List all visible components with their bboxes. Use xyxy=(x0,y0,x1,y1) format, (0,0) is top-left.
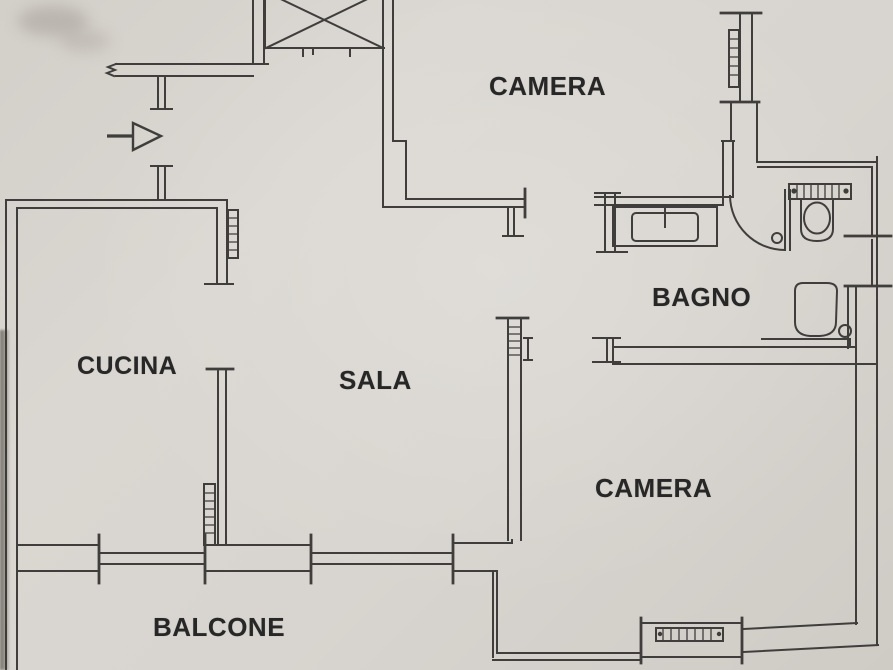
room-label-camera-bottom: CAMERA xyxy=(595,473,713,503)
bagno-north-outer-wall xyxy=(757,156,878,645)
vestibule-north-wall xyxy=(104,62,254,78)
entrance-door-jambs xyxy=(150,76,173,201)
camera-sw-step-wall xyxy=(454,539,513,658)
camera-south-wall xyxy=(492,616,880,665)
stairwell-icon xyxy=(248,0,385,65)
camera-top-west-wall xyxy=(382,0,407,208)
room-label-balcone: BALCONE xyxy=(153,612,286,642)
radiator-camera-window-icon xyxy=(655,627,724,642)
bagno-west-door-jamb xyxy=(594,192,628,253)
window-right-icon xyxy=(843,234,893,288)
toilet-icon xyxy=(800,198,834,243)
room-label-bagno: BAGNO xyxy=(652,282,752,312)
room-label-sala: SALA xyxy=(339,365,412,395)
window-top-icon xyxy=(719,11,763,163)
entrance-arrow-icon xyxy=(107,121,164,152)
photo-edge-shadow xyxy=(0,330,9,670)
room-label-cucina: CUCINA xyxy=(77,352,178,380)
cucina-north-wall xyxy=(5,199,228,209)
bathroom-door-swing-icon xyxy=(728,189,791,252)
radiator-cucina-upper-icon xyxy=(227,209,239,259)
right-inner-walls xyxy=(847,287,857,625)
balcony-wall-windows xyxy=(16,533,455,585)
cucina-partition-lower xyxy=(205,367,235,546)
sink-counter-icon xyxy=(788,183,852,200)
radiator-window-top-icon xyxy=(728,29,740,88)
hallway-south-wall xyxy=(382,187,527,237)
bathtub-icon xyxy=(612,206,718,247)
paper-smudge xyxy=(60,30,110,52)
bidet-icon xyxy=(794,282,852,338)
bagno-south-wall xyxy=(592,337,878,365)
room-label-camera-top: CAMERA xyxy=(489,71,607,101)
camera-bottom-west-wall xyxy=(495,316,533,541)
paper-smudge xyxy=(18,6,88,36)
